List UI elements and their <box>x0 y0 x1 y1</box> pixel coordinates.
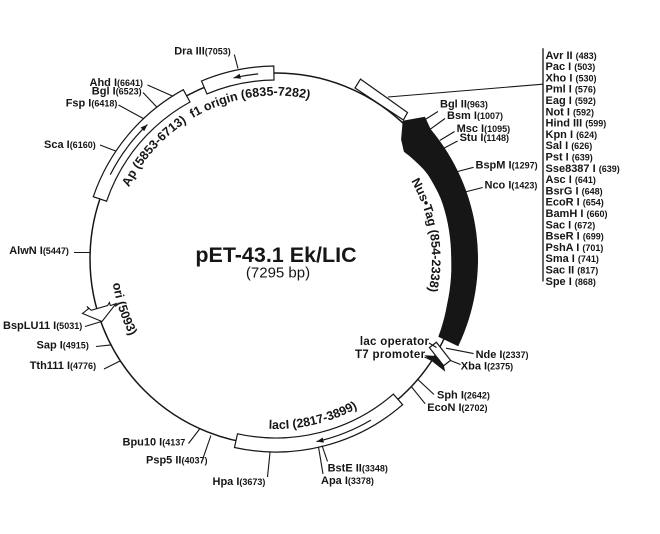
svg-text:Pst I (639): Pst I (639) <box>546 152 593 164</box>
svg-text:Hpa I(3673): Hpa I(3673) <box>213 476 266 488</box>
svg-text:Sap I(4915): Sap I(4915) <box>37 340 89 352</box>
svg-text:BseR I (699): BseR I (699) <box>546 231 604 243</box>
svg-text:Pac I (503): Pac I (503) <box>546 61 596 73</box>
svg-text:pET-43.1 Ek/LIC: pET-43.1 Ek/LIC <box>195 243 356 267</box>
svg-text:Spe I (868): Spe I (868) <box>546 276 596 288</box>
svg-text:Sph I(2642): Sph I(2642) <box>437 390 490 402</box>
svg-text:BamH I (660): BamH I (660) <box>546 208 608 220</box>
svg-text:Sac I (672): Sac I (672) <box>546 219 596 231</box>
svg-text:Fsp I(6418): Fsp I(6418) <box>66 97 118 109</box>
svg-text:Sca I(6160): Sca I(6160) <box>44 139 96 151</box>
svg-text:Pml I (576): Pml I (576) <box>546 84 596 96</box>
svg-text:Sse8387 I (639): Sse8387 I (639) <box>546 163 620 175</box>
svg-text:EcoN I(2702): EcoN I(2702) <box>427 402 487 414</box>
svg-text:Sma I (741): Sma I (741) <box>546 253 599 265</box>
svg-text:Bsm I(1007): Bsm I(1007) <box>447 110 503 122</box>
svg-text:Stu I(1148): Stu I(1148) <box>460 132 509 144</box>
svg-text:Apa I(3378): Apa I(3378) <box>321 475 374 487</box>
svg-text:Tth111 I(4776): Tth111 I(4776) <box>30 360 96 372</box>
svg-text:BspM I(1297): BspM I(1297) <box>476 160 538 172</box>
svg-text:Dra III(7053): Dra III(7053) <box>174 46 231 58</box>
svg-text:Hind III (599): Hind III (599) <box>546 118 607 130</box>
svg-text:Xho I (530): Xho I (530) <box>546 72 597 84</box>
svg-text:Bgl I(6523): Bgl I(6523) <box>92 86 142 98</box>
svg-text:Avr II (483): Avr II (483) <box>546 50 597 62</box>
svg-text:Psp5 II(4037): Psp5 II(4037) <box>146 455 207 467</box>
svg-text:PshA I (701): PshA I (701) <box>546 242 604 254</box>
svg-text:Nco I(1423): Nco I(1423) <box>485 180 538 192</box>
svg-text:BstE II(3348): BstE II(3348) <box>328 463 388 475</box>
svg-text:Msc I(1095): Msc I(1095) <box>457 123 511 135</box>
svg-text:Ahd I(6641): Ahd I(6641) <box>90 77 144 89</box>
svg-text:Nde I(2337): Nde I(2337) <box>476 349 529 361</box>
svg-text:BsrG I (648): BsrG I (648) <box>546 185 603 197</box>
svg-text:T7 promoter: T7 promoter <box>355 349 426 361</box>
svg-text:Kpn I (624): Kpn I (624) <box>546 129 598 141</box>
svg-text:AlwN I(5447): AlwN I(5447) <box>9 245 69 257</box>
svg-text:EcoR I (654): EcoR I (654) <box>546 197 604 209</box>
svg-text:Not I (592): Not I (592) <box>546 106 595 118</box>
svg-text:Bpu10 I(4137: Bpu10 I(4137 <box>123 437 186 449</box>
svg-text:lac operator: lac operator <box>360 336 430 348</box>
svg-text:Eag I (592): Eag I (592) <box>546 95 596 107</box>
svg-text:BspLU11 I(5031): BspLU11 I(5031) <box>3 320 82 332</box>
svg-text:Xba I(2375): Xba I(2375) <box>461 361 513 373</box>
svg-text:Asc I (641): Asc I (641) <box>546 174 596 186</box>
svg-text:(7295 bp): (7295 bp) <box>246 265 310 282</box>
svg-text:Sac II (817): Sac II (817) <box>546 265 599 277</box>
svg-text:Bgl II(963): Bgl II(963) <box>440 99 488 111</box>
svg-text:Sal I (626): Sal I (626) <box>546 140 593 152</box>
